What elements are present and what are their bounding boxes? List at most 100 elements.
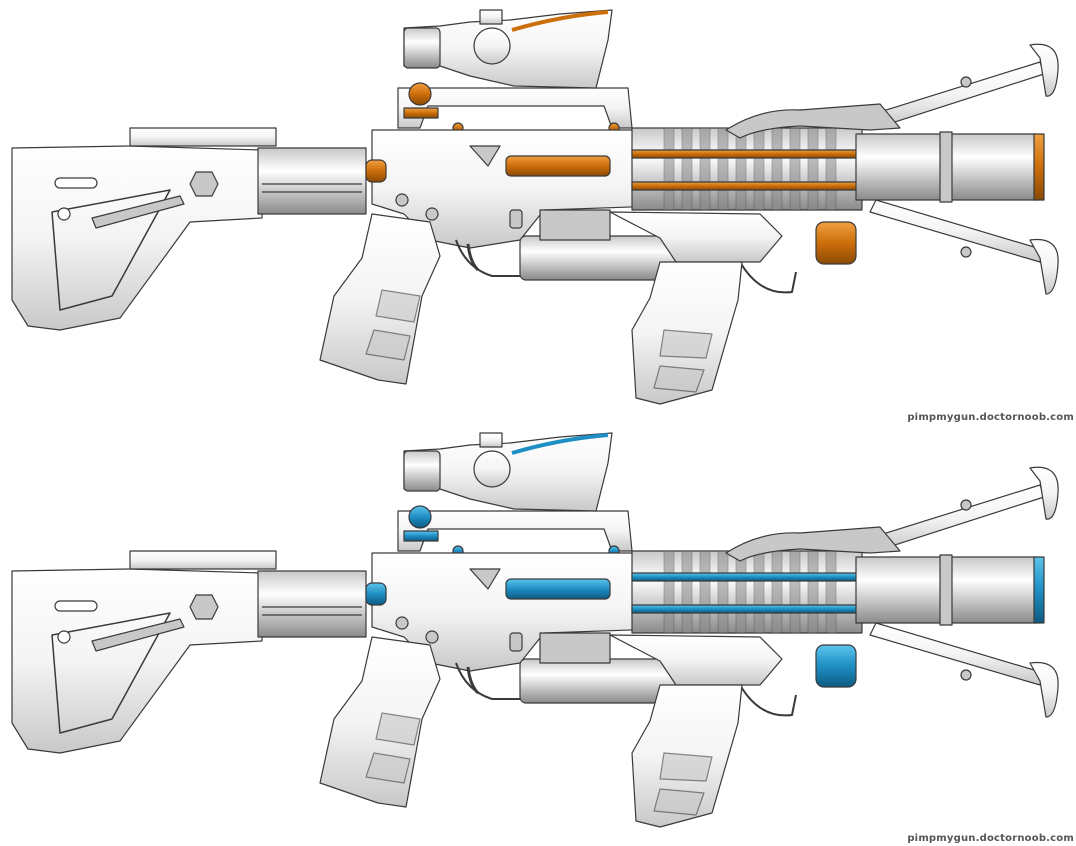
- handguard-rib: [699, 127, 711, 211]
- buffer-tube: [257, 570, 367, 638]
- receiver-pin: [425, 630, 439, 644]
- buffer-tube: [257, 147, 367, 215]
- receiver-pin: [395, 193, 409, 207]
- trigger: [466, 243, 480, 272]
- gun-illustration-orange: [11, 9, 1059, 405]
- stock-slot: [54, 600, 98, 612]
- bipod-foot-lower: [1029, 661, 1059, 718]
- stock-knob: [189, 171, 219, 197]
- stock-hole: [57, 207, 71, 221]
- trigger-guard: [455, 239, 520, 277]
- launcher-trigger-guard: [739, 261, 797, 294]
- barrel-band: [939, 131, 953, 203]
- grip-texture: [375, 289, 421, 323]
- handguard-rib: [717, 127, 729, 211]
- handguard-rib: [807, 127, 819, 211]
- ejection-port-accent: [505, 578, 611, 600]
- mag-release: [509, 632, 523, 652]
- scope-turret: [473, 450, 511, 488]
- launcher-trigger-guard: [739, 684, 797, 717]
- grip-texture: [375, 712, 421, 746]
- handguard-rib: [807, 550, 819, 634]
- bipod-leg-lower: [869, 199, 1045, 263]
- watermark: pimpmygun.doctornoob.com: [907, 833, 1074, 844]
- rear-sight-base: [403, 107, 439, 119]
- gas-hose: [725, 526, 901, 562]
- scope-cap: [479, 432, 503, 448]
- handguard-rib: [699, 550, 711, 634]
- grip-texture: [653, 365, 705, 393]
- scope-accent: [511, 10, 609, 32]
- handguard-rib: [663, 550, 675, 634]
- buttstock: [11, 145, 263, 331]
- trigger-guard: [455, 662, 520, 700]
- stock-top-rail: [129, 127, 277, 147]
- gun-variant-blue: pimpmygun.doctornoob.com: [0, 423, 1076, 846]
- rear-sight-knob: [408, 82, 432, 106]
- grip-texture: [659, 752, 713, 782]
- muzzle-cap: [1033, 556, 1045, 624]
- grip-texture: [659, 329, 713, 359]
- carry-handle: [397, 510, 633, 552]
- bipod-screw: [960, 499, 972, 511]
- stock-lever: [91, 618, 185, 652]
- handguard-rib: [825, 550, 837, 634]
- bipod-foot-upper: [1029, 43, 1059, 97]
- stock-cutout: [51, 612, 171, 734]
- grip-texture: [653, 788, 705, 816]
- scope-cap: [479, 9, 503, 25]
- bipod-foot-upper: [1029, 466, 1059, 520]
- trigger: [466, 666, 480, 695]
- ejection-port-accent: [505, 155, 611, 177]
- barrel-band: [939, 554, 953, 626]
- handguard-rib: [735, 127, 747, 211]
- receiver-pin: [425, 207, 439, 221]
- charging-handle: [365, 159, 387, 183]
- gas-hose: [725, 103, 901, 139]
- watermark: pimpmygun.doctornoob.com: [907, 412, 1074, 423]
- forward-assist: [469, 568, 501, 590]
- launcher-tube: [519, 235, 681, 281]
- stock-slot: [54, 177, 98, 189]
- mag-release: [509, 209, 523, 229]
- carry-handle: [397, 87, 633, 129]
- receiver-pin: [395, 616, 409, 630]
- rear-sight-knob: [408, 505, 432, 529]
- stock-knob: [189, 594, 219, 620]
- scope-accent: [511, 433, 609, 455]
- launcher-cap: [815, 221, 857, 265]
- gun-illustration-blue: [11, 432, 1059, 828]
- scope-turret: [473, 27, 511, 65]
- charging-handle: [365, 582, 387, 606]
- handguard-rib: [771, 550, 783, 634]
- gun-variant-orange: pimpmygun.doctornoob.com: [11, 9, 1074, 423]
- handguard-rib: [663, 127, 675, 211]
- bipod-screw: [960, 246, 972, 258]
- scope-eyepiece: [403, 27, 441, 69]
- launcher-body: [609, 634, 783, 686]
- muzzle-cap: [1033, 133, 1045, 201]
- scope-eyepiece: [403, 450, 441, 492]
- stock-cutout: [51, 189, 171, 311]
- stock-hole: [57, 630, 71, 644]
- bipod-leg-upper: [869, 61, 1045, 129]
- launcher-mount: [539, 632, 611, 664]
- stock-lever: [91, 195, 185, 229]
- handguard-rib: [753, 550, 765, 634]
- bipod-screw: [960, 669, 972, 681]
- stock-top-rail: [129, 550, 277, 570]
- handguard-rib: [681, 550, 693, 634]
- bipod-foot-lower: [1029, 238, 1059, 295]
- bipod-leg-lower: [869, 622, 1045, 686]
- handguard-rib: [771, 127, 783, 211]
- handguard-rib: [753, 127, 765, 211]
- buttstock: [11, 568, 263, 754]
- launcher-body: [609, 211, 783, 263]
- handguard-rib: [789, 127, 801, 211]
- launcher-tube: [519, 658, 681, 704]
- bipod-screw: [960, 76, 972, 88]
- grip-texture: [365, 329, 411, 361]
- handguard-rib: [735, 550, 747, 634]
- launcher-cap: [815, 644, 857, 688]
- rear-sight-base: [403, 530, 439, 542]
